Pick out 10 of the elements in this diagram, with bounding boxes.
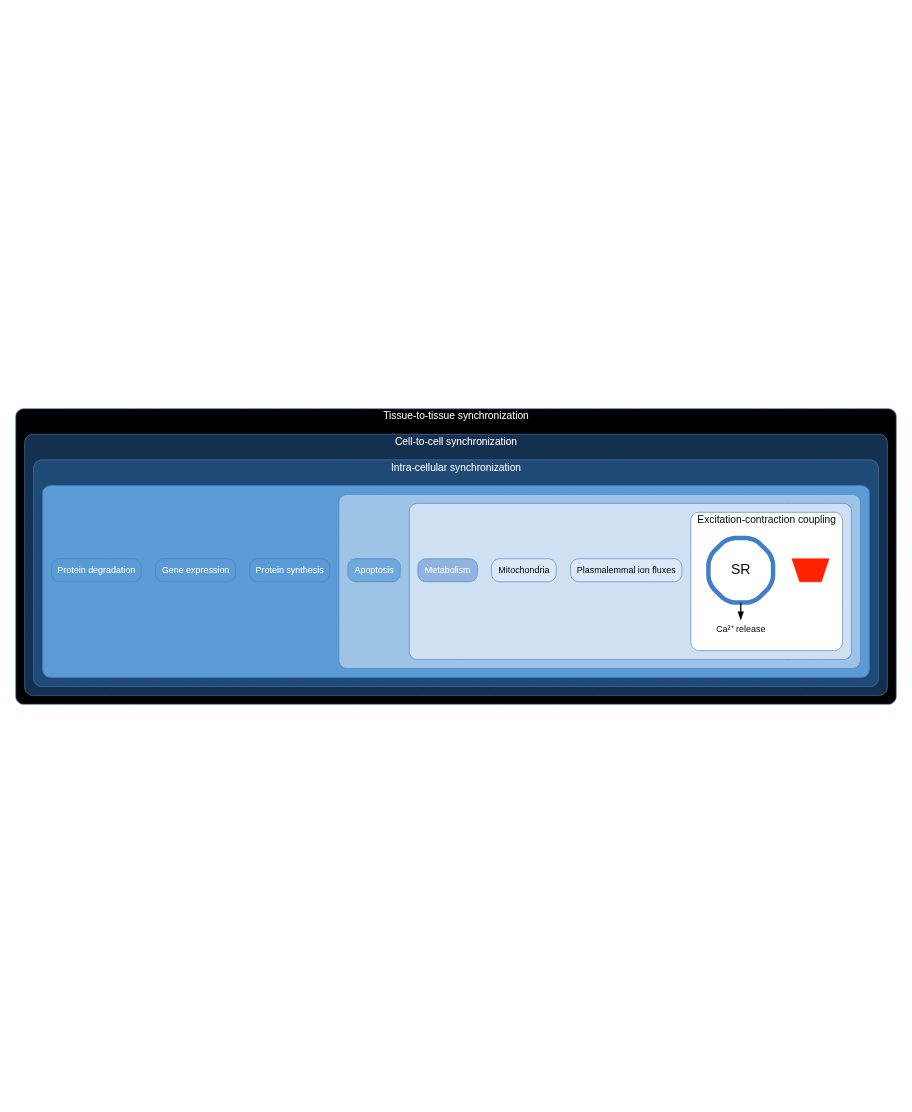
- cluster: [42, 484, 870, 678]
- node-box: Mitochondria: [491, 557, 557, 582]
- node-circle: SR: [706, 535, 776, 605]
- node-trapezoid: [791, 557, 830, 582]
- node-text: Ca²⁺ release: [716, 623, 766, 634]
- cluster: [408, 502, 852, 660]
- cluster: [338, 493, 861, 669]
- node-box: Metabolism: [417, 557, 478, 582]
- node-box: Plasmalemmal ion fluxes: [570, 557, 683, 582]
- node-box: Apoptosis: [347, 557, 401, 582]
